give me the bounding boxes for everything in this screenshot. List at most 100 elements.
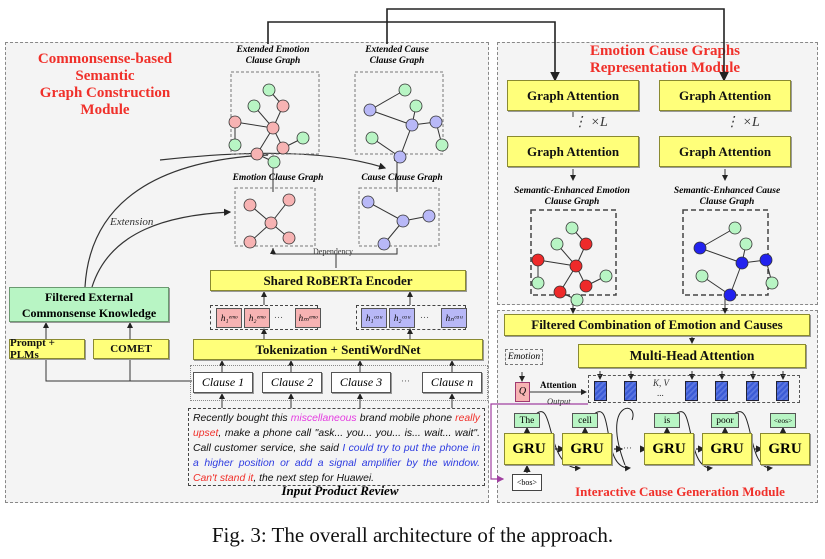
semantic-emotion-edge [537,259,577,267]
cause-generation-module [497,310,818,503]
semantic-cause-node [728,221,742,235]
extension-curve-2 [91,208,232,288]
tokenization-box: Tokenization + SentiWordNet [193,339,483,360]
semantic-emotion-node [569,259,583,273]
gru-cell-5: GRU [760,433,810,465]
gru-ellipsis: ··· [623,443,632,453]
cause-edge [367,201,404,222]
extension-label: Extension [110,216,154,228]
kv-block-6 [776,381,789,401]
output-label: Output [547,396,571,406]
extended-cause-node [393,150,407,164]
clause-n: Clause n [422,372,482,393]
semantic-emotion-node [599,269,613,283]
emotion-node [264,216,278,230]
extension-curve-1 [84,154,269,288]
left-module-title-line1: Commonsense-based Semantic [37,51,173,84]
review-segment: , make a phone call "ask... you... you..… [193,428,480,454]
emotion-node [282,231,296,245]
review-segment: Can't stand it [193,473,254,484]
semantic-emotion-node [531,276,545,290]
right-module-title-line1: Emotion Cause Graphs [589,43,741,59]
token-the: The [514,413,540,428]
extended-emotion-edge [234,121,274,129]
semantic-cause-node [765,276,779,290]
multi-head-attention-box: Multi-Head Attention [578,344,806,368]
kv-block-2 [624,381,637,401]
extended-emotion-node [262,83,276,97]
review-segment: Recently bought this [193,413,291,424]
review-segment: really upset [193,413,480,439]
gru-cell-2: GRU [562,433,612,465]
extended-cause-node [409,99,423,113]
hidden-emo-ellipsis: … [274,310,283,320]
token-cell: cell [572,413,598,428]
extended-emotion-node [296,131,310,145]
semantic-cause-node [723,288,737,302]
extended-cause-node [405,118,419,132]
comet-box: COMET [93,339,169,359]
graph-attention-emo-2: Graph Attention [507,136,639,167]
extended-cause-edge [369,109,413,126]
extended-cause-node [429,115,443,129]
graph-attention-cau-2: Graph Attention [659,136,791,167]
hidden-cau-ellipsis: … [420,310,429,320]
filtered-combination-box: Filtered Combination of Emotion and Caus… [504,314,810,336]
cause-node [396,214,410,228]
clause-1: Clause 1 [193,372,253,393]
semantic-cause-node [695,269,709,283]
extended-cause-node [398,83,412,97]
extended-emotion-node [228,115,242,129]
cause-graph-box [358,187,440,247]
emotion-query-label: Emotion [505,349,543,365]
clause-2: Clause 2 [262,372,322,393]
review-segment: miscellaneous [290,413,357,424]
graph-attention-emo-1: Graph Attention [507,80,639,111]
gru-cell-3: GRU [644,433,694,465]
left-module-title-line2: Graph Construction Module [39,85,171,118]
right-module-title: Emotion Cause Graphs Representation Modu… [575,43,755,77]
extended-emotion-node [276,141,290,155]
left-module-title: Commonsense-based Semantic Graph Constru… [15,51,195,119]
cause-node [422,209,436,223]
gru-cell-4: GRU [702,433,752,465]
attention-label: Attention [540,380,577,390]
clause-3: Clause 3 [331,372,391,393]
semantic-cause-node [735,256,749,270]
semantic-emotion-node [570,293,584,307]
kv-dots: ... [657,388,664,398]
clause-ellipsis: ··· [401,376,410,386]
emotion-graph-label: Emotion Clause Graph [232,173,324,183]
extended-cause-node [435,138,449,152]
semantic-emotion-node [531,253,545,267]
review-caption: Input Product Review [281,483,399,498]
roberta-encoder-box: Shared RoBERTa Encoder [210,270,466,291]
route-cause-to-gat [386,8,729,82]
bos-token: <bos> [512,474,542,491]
extended-cause-node [365,131,379,145]
hidden-emo-1: h₁ᵉᵐᵒ [216,308,242,328]
extended-emotion-node [228,138,242,152]
semantic-cause-edge [699,247,743,264]
kv-block-3 [685,381,698,401]
hidden-emo-2: h₂ᵉᵐᵒ [244,308,270,328]
gru-cell-1: GRU [504,433,554,465]
extended-cause-node [363,103,377,117]
semantic-emotion-node [565,221,579,235]
cause-node [361,195,375,209]
cause-node [377,237,391,251]
semantic-cause-node [739,237,753,251]
review-segment: I could try to put the phone in a higher… [193,443,480,469]
dependency-label: Dependency [313,247,353,256]
extended-emotion-node [276,99,290,113]
emotion-graph-box [234,187,316,247]
kv-block-1 [594,381,607,401]
graph-attention-cau-1: Graph Attention [659,80,791,111]
output-line [490,403,588,483]
cause-graph-label: Cause Clause Graph [361,173,443,183]
